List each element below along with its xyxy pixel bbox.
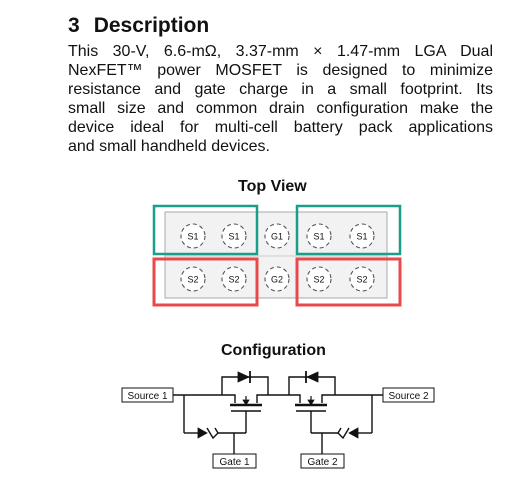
mosfet1-symbol bbox=[222, 394, 268, 433]
pin-s2: S2 bbox=[221, 266, 247, 292]
section-title: Description bbox=[93, 14, 210, 37]
description-line: NexFET™ power MOSFET is designed to mini… bbox=[68, 62, 493, 79]
pin-s2: S2 bbox=[180, 266, 206, 292]
pin-s2: S2 bbox=[349, 266, 375, 292]
gate2-label: Gate 2 bbox=[307, 457, 337, 468]
pin-label: G2 bbox=[271, 275, 283, 285]
source2-label: Source 2 bbox=[388, 391, 428, 402]
pin-label: S1 bbox=[356, 232, 367, 242]
top-view-caption: Top View bbox=[238, 178, 307, 195]
gate2-zener-diode bbox=[337, 427, 359, 440]
source1-label: Source 1 bbox=[127, 391, 167, 402]
pin-label: S2 bbox=[356, 275, 367, 285]
description-line: device ideal for multi-cell battery pack… bbox=[68, 119, 493, 136]
mosfet1-diode-loop bbox=[221, 376, 269, 395]
pin-label: S1 bbox=[228, 232, 239, 242]
pin-s1: S1 bbox=[221, 223, 247, 249]
source2-group-highlight-left bbox=[152, 257, 259, 307]
source1-group-highlight-right bbox=[295, 204, 402, 256]
pin-label: S2 bbox=[187, 275, 198, 285]
description-line: and small handheld devices. bbox=[68, 138, 270, 155]
pin-s1: S1 bbox=[180, 223, 206, 249]
pin-g2: G2 bbox=[264, 266, 290, 292]
package-top-view: S1 S1 G1 S1 S1 S2 S2 G2 bbox=[152, 204, 402, 307]
section-number: 3 bbox=[68, 14, 80, 37]
pin-label: S2 bbox=[313, 275, 324, 285]
pin-g1: G1 bbox=[264, 223, 290, 249]
description-paragraph: This 30-V, 6.6-mΩ, 3.37-mm × 1.47-mm LGA… bbox=[68, 42, 493, 156]
pin-s1: S1 bbox=[349, 223, 375, 249]
description-line: resistance and gate charge in a small fo… bbox=[68, 81, 493, 98]
pin-label: S2 bbox=[228, 275, 239, 285]
description-line: This 30-V, 6.6-mΩ, 3.37-mm × 1.47-mm LGA… bbox=[68, 43, 493, 60]
source1-group-highlight-left bbox=[152, 204, 259, 256]
source2-group-highlight-right bbox=[295, 257, 402, 307]
body-diode-2 bbox=[305, 371, 319, 383]
section-heading: 3 Description bbox=[68, 14, 209, 38]
pin-label: S1 bbox=[313, 232, 324, 242]
body-diode-1 bbox=[237, 371, 251, 383]
configuration-caption: Configuration bbox=[221, 342, 326, 359]
gate1-label: Gate 1 bbox=[219, 457, 249, 468]
pin-s1: S1 bbox=[306, 223, 332, 249]
description-line: small size and common drain configuratio… bbox=[68, 100, 493, 117]
pin-label: G1 bbox=[271, 232, 283, 242]
gate1-zener-diode bbox=[197, 427, 219, 440]
pin-s2: S2 bbox=[306, 266, 332, 292]
configuration-schematic bbox=[121, 371, 435, 469]
pin-label: S1 bbox=[187, 232, 198, 242]
mosfet2-symbol bbox=[289, 394, 335, 433]
